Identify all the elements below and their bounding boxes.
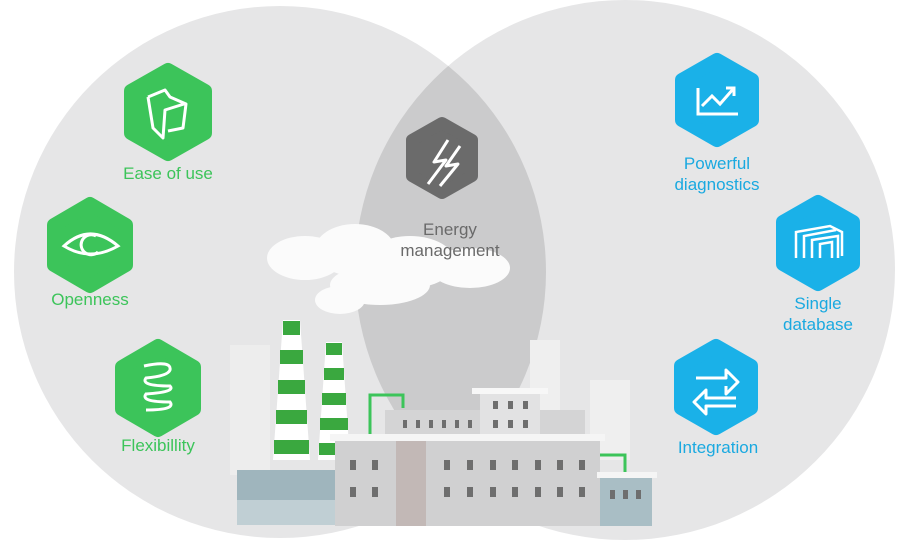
powerful-diagnostics-line1: Powerful	[683, 154, 751, 173]
integration-label: Integration	[677, 438, 759, 457]
database-stack-icon	[794, 224, 844, 258]
exchange-arrows-icon	[692, 368, 740, 416]
energy-management-line2: management	[400, 241, 500, 260]
single-database-line2: database	[783, 315, 853, 334]
integration-hexagon	[674, 339, 758, 435]
eye-icon	[61, 232, 121, 257]
energy-management-label: Energy management	[400, 219, 499, 261]
factory-illustration	[230, 320, 657, 526]
openness-label: Openness	[51, 290, 129, 309]
powerful-diagnostics-label: Powerful diagnostics	[674, 153, 759, 195]
single-database-hexagon	[776, 195, 860, 291]
energy-management-line1: Energy	[423, 220, 477, 239]
lightning-icon	[426, 139, 462, 187]
powerful-diagnostics-hexagon	[675, 53, 759, 147]
powerful-diagnostics-line2: diagnostics	[674, 175, 760, 194]
single-database-label: Single database	[783, 293, 853, 335]
ease-of-use-label: Ease of use	[123, 164, 213, 183]
energy-management-hexagon	[406, 117, 478, 199]
openness-hexagon	[47, 197, 133, 293]
chimney-2	[318, 342, 350, 460]
box-icon	[146, 88, 188, 140]
single-database-line1: Single	[794, 294, 842, 313]
chimney-1	[273, 320, 310, 460]
chart-trend-icon	[696, 86, 738, 116]
smoke-clouds	[267, 224, 510, 314]
flexibility-hexagon	[115, 339, 201, 437]
flexibility-label: Flexibillity	[121, 436, 195, 455]
ease-of-use-hexagon	[124, 63, 212, 161]
spring-icon	[143, 362, 173, 412]
